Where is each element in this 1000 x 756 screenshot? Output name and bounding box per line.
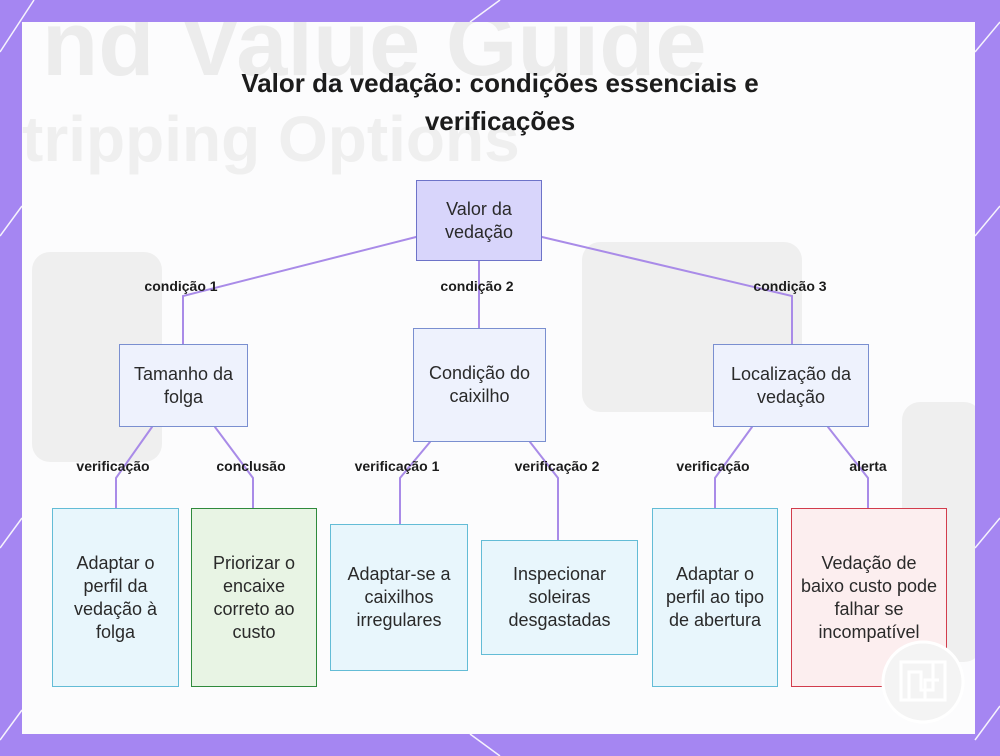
- edge-label-alert: alerta: [849, 458, 887, 474]
- edge-location-check: [714, 426, 753, 509]
- gap-size-node: Tamanho da folga: [119, 344, 248, 427]
- seal-location-node: Localização da vedação: [713, 344, 869, 427]
- watermark-line-2: tripping Options: [22, 103, 520, 175]
- edge-frame-check1: [399, 441, 431, 525]
- prioritize-fit-node: Priorizar o encaixe correto ao custo: [191, 508, 317, 687]
- edge-root-gap: [182, 236, 417, 345]
- diagram-title: Valor da vedação: condições essenciais e…: [241, 68, 759, 136]
- edge-label-check-location: verificação: [676, 458, 750, 474]
- adapt-profile-gap-node: Adaptar o perfil da vedação à folga: [52, 508, 179, 687]
- edge-label-condition-2: condição 2: [440, 278, 514, 294]
- edge-root-location: [541, 236, 793, 345]
- edge-frame-check2: [529, 441, 559, 541]
- root-node: Valor da vedação: [416, 180, 542, 261]
- adapt-opening-node: Adaptar o perfil ao tipo de abertura: [652, 508, 778, 687]
- edge-label-check-2: verificação 2: [514, 458, 600, 474]
- edge-label-condition-3: condição 3: [753, 278, 827, 294]
- frame-condition-node: Condição do caixilho: [413, 328, 546, 442]
- edge-label-conclusion: conclusão: [216, 458, 286, 474]
- edge-gap-check: [115, 426, 153, 509]
- edge-label-check-gap: verificação: [76, 458, 150, 474]
- edge-label-check-1: verificação 1: [354, 458, 440, 474]
- edge-label-condition-1: condição 1: [144, 278, 218, 294]
- edge-location-alert: [827, 426, 869, 509]
- low-cost-warning-node: Vedação de baixo custo pode falhar se in…: [791, 508, 947, 687]
- adapt-irregular-node: Adaptar-se a caixilhos irregulares: [330, 524, 468, 671]
- inspect-sills-node: Inspecionar soleiras desgastadas: [481, 540, 638, 655]
- watermark-line-1: nd Value Guide: [42, 22, 707, 95]
- edge-gap-conclusion: [214, 426, 254, 509]
- napkin-logo-icon: [881, 640, 965, 724]
